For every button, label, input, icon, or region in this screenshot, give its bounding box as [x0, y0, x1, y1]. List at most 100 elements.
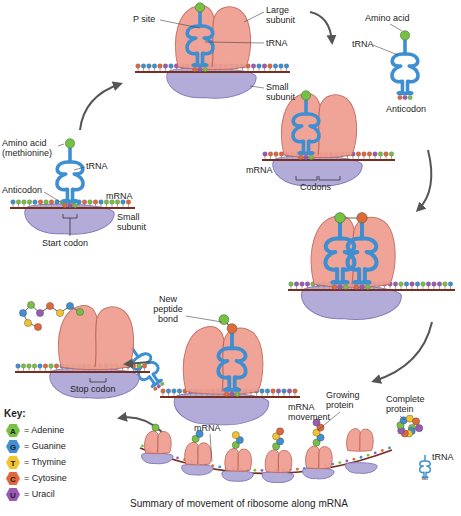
- illustration-part: [299, 155, 303, 159]
- illustration-part: [137, 364, 142, 369]
- amino-acid: [36, 309, 43, 316]
- trna-molecule: [218, 315, 246, 397]
- amino-acid: [416, 425, 423, 432]
- large-subunit: [145, 431, 172, 454]
- illustration-part: [443, 282, 448, 287]
- illustration-part: [15, 371, 150, 373]
- large-subunit-body: [265, 450, 292, 473]
- amino-acid: [76, 308, 83, 315]
- summary-mrna: [140, 448, 392, 474]
- illustration-part: [360, 285, 365, 290]
- large-subunit-groove: [359, 434, 361, 451]
- large-subunit-body: [306, 446, 333, 469]
- illustration-part: [152, 64, 157, 69]
- part-label: New peptide bond: [150, 294, 186, 324]
- illustration-part: [276, 389, 281, 394]
- trna-body: [187, 12, 213, 65]
- illustration-part: [374, 322, 432, 381]
- illustration-part: [304, 155, 308, 159]
- illustration-part: [141, 445, 144, 448]
- trna-body: [57, 149, 83, 202]
- illustration-part: [288, 289, 455, 291]
- illustration-part: [93, 200, 98, 205]
- large-subunit-groove: [95, 319, 97, 367]
- trna-molecule: [347, 213, 376, 290]
- illustration-part: [235, 392, 240, 397]
- illustration-part: [120, 417, 162, 432]
- amino-acid: [56, 309, 63, 316]
- illustration-part: [305, 282, 310, 287]
- illustration-part: [374, 452, 377, 455]
- illustration-part: [360, 456, 363, 459]
- illustration-part: [73, 203, 77, 207]
- illustration-part: [142, 364, 147, 369]
- illustration-part: [63, 203, 67, 207]
- cycle-arrows: [80, 12, 432, 432]
- illustration-part: [273, 64, 278, 69]
- illustration-part: [251, 64, 256, 69]
- illustration-part: [343, 285, 348, 290]
- large-subunit: [185, 442, 212, 465]
- illustration-part: [309, 155, 313, 159]
- illustration-part: [287, 389, 292, 394]
- illustration-part: [163, 64, 168, 69]
- legend-text: = Guanine: [24, 441, 66, 451]
- illustration-part: [99, 200, 104, 205]
- amino-acid: [24, 319, 31, 326]
- illustration-part: [268, 64, 273, 69]
- illustration-part: [32, 364, 37, 369]
- illustration-part: [400, 416, 405, 420]
- small-subunit: [142, 453, 174, 464]
- translocation-stage: [123, 315, 300, 425]
- illustration-part: [338, 285, 343, 290]
- summary-strip: [140, 415, 430, 483]
- illustration-part: [218, 465, 221, 468]
- illustration-part: [404, 282, 409, 287]
- illustration-part: [22, 200, 27, 205]
- illustration-part: [158, 64, 163, 69]
- illustration-part: [367, 454, 370, 457]
- amino-acid: [412, 418, 419, 425]
- illustration-part: [284, 64, 289, 69]
- part-label: tRNA: [86, 161, 108, 171]
- large-subunit-body: [58, 305, 133, 369]
- illustration-part: [389, 152, 394, 157]
- illustration-part: [300, 282, 305, 287]
- illustration-part: [294, 282, 299, 287]
- illustration-part: [177, 389, 182, 394]
- illustration-part: [373, 152, 378, 157]
- large-subunit-groove: [197, 447, 199, 464]
- illustration-part: [74, 167, 85, 170]
- large-subunit: [58, 305, 133, 369]
- illustration-part: [388, 447, 391, 450]
- binding-stage: [288, 213, 455, 320]
- illustration-part: [422, 478, 424, 480]
- amino-acid: [357, 213, 367, 223]
- illustration-part: [426, 282, 431, 287]
- illustration-part: [43, 364, 48, 369]
- illustration-part: [268, 152, 273, 157]
- large-subunit: [347, 429, 374, 452]
- part-label: Amino acid (methionine): [2, 138, 60, 158]
- illustration-part: [186, 316, 222, 322]
- large-subunit: [175, 5, 250, 69]
- legend-text: = Uracil: [24, 489, 55, 499]
- trna-body: [347, 224, 376, 283]
- illustration-part: [365, 285, 370, 290]
- termination-stage: [15, 301, 150, 398]
- part-label: Anticodon: [2, 185, 42, 195]
- illustration-part: [63, 214, 77, 236]
- illustration-part: [424, 478, 426, 480]
- illustration-part: [390, 24, 402, 31]
- illustration-part: [90, 378, 106, 382]
- part-label: Large subunit: [266, 5, 306, 25]
- large-subunit-body: [183, 327, 263, 395]
- amino-acid: [301, 91, 310, 100]
- part-label: mRNA: [106, 191, 133, 201]
- amino-acid: [46, 302, 53, 309]
- amino-acid: [19, 309, 26, 316]
- illustration-part: [161, 389, 166, 394]
- small-subunit: [303, 468, 335, 479]
- amino-acid: [34, 323, 41, 330]
